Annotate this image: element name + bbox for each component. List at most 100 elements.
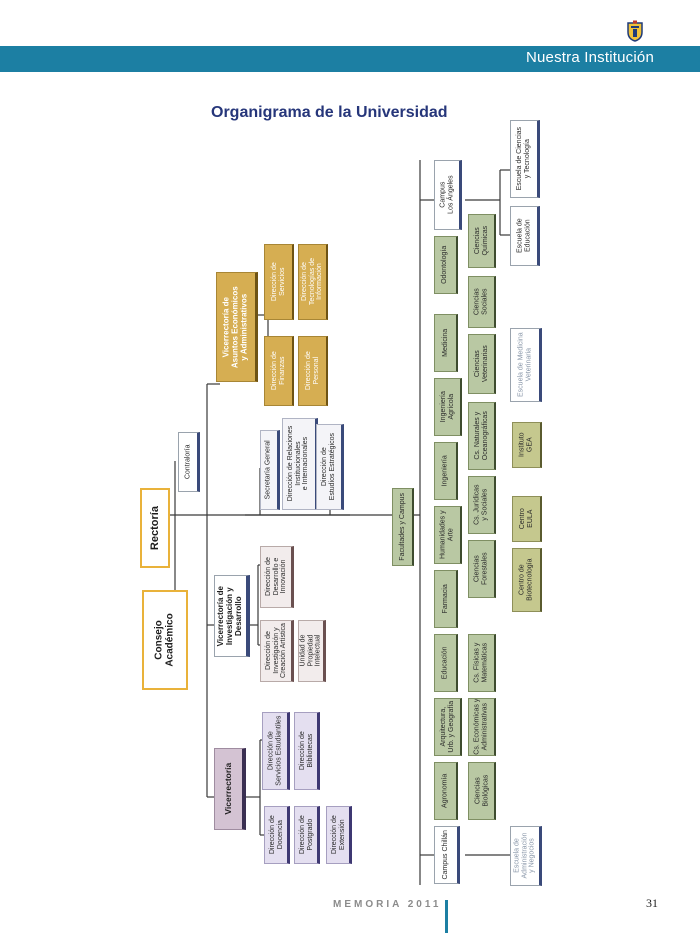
faculty-label: Cs. Jurídicas y Sociales — [473, 484, 489, 526]
dir-extension-box: Dirección de Extensión — [326, 806, 352, 864]
dir-investigacion-box: Dirección de Investigación y Creación Ar… — [260, 620, 294, 682]
centro-label: Centro de Biotecnología — [518, 558, 534, 602]
header-band: Nuestra Institución — [0, 46, 700, 72]
faculty-box: Campus Los Ángeles — [434, 160, 462, 230]
faculty-label: Cs. Naturales y Oceanográficas — [473, 411, 489, 461]
dir-servicios-label: Dirección de Servicios — [270, 262, 286, 302]
faculty-box: Ingeniería — [434, 442, 458, 500]
faculty-box: Humanidades y Arte — [434, 506, 462, 564]
faculty-box: Ciencias Forestales — [468, 540, 496, 598]
consejo-academico-box: Consejo Académico — [142, 590, 188, 690]
dir-relaciones-label: Dirección de Relaciones Institucionales … — [287, 426, 310, 502]
faculty-box: Odontología — [434, 236, 458, 294]
escuela-ciencias-tec-box: Escuela de Ciencias y Tecnología — [510, 120, 540, 198]
faculty-box: Ingeniería Agrícola — [434, 378, 462, 436]
dir-finanzas-box: Dirección de Finanzas — [264, 336, 294, 406]
university-crest-icon — [627, 20, 643, 42]
centro-label: Instituto GEA — [518, 432, 534, 458]
dir-desarrollo-box: Dirección de Desarrollo e Innovación — [260, 546, 294, 608]
faculty-label: Ciencias Forestales — [473, 552, 489, 586]
faculty-label: Odontología — [441, 245, 449, 285]
vicerrectoria-box: Vicerrectoría — [214, 748, 246, 830]
rectoria-label: Rectoría — [148, 505, 161, 551]
faculty-box: Ciencias Químicas — [468, 214, 496, 268]
escuela-administracion-label: Escuela de Administración y Negocios — [513, 833, 536, 879]
faculty-label: Humanidades y Arte — [439, 510, 455, 560]
rectoria-box: Rectoría — [140, 488, 170, 568]
faculty-box: Cs. Jurídicas y Sociales — [468, 476, 496, 534]
dir-investigacion-label: Dirección de Investigación y Creación Ar… — [264, 623, 287, 679]
faculty-label: Ingeniería — [441, 455, 449, 487]
vice-investigacion-box: Vicerrectoría de Investigación y Desarro… — [214, 575, 250, 657]
centro-box: Centro EULA — [512, 496, 542, 542]
faculty-label: Ciencias Químicas — [473, 226, 489, 256]
secretaria-general-label: Secretaría General — [265, 440, 273, 500]
faculty-box: Cs. Económicas y Administrativas — [468, 698, 496, 756]
faculty-box: Educación — [434, 634, 458, 692]
facultades-campus-box: Facultades y Campus — [392, 488, 414, 566]
dir-bibliotecas-label: Dirección de Bibliotecas — [298, 731, 314, 771]
unidad-propiedad-box: Unidad de Propiedad Intelectual — [298, 620, 326, 682]
faculty-label: Medicina — [441, 328, 449, 358]
escuela-educacion-label: Escuela de Educación — [516, 218, 532, 254]
vice-economicos-box: Vicerrectoría de Asuntos Económicos y Ad… — [216, 272, 258, 382]
contraloria-label: Contraloría — [184, 444, 192, 480]
faculty-label: Arquitectura, Urb. y Geografía — [439, 701, 455, 753]
faculty-label: Campus Los Ángeles — [439, 175, 454, 215]
memoria-label: MEMORIA 2011 — [333, 899, 442, 910]
vicerrectoria-label: Vicerrectoría — [222, 763, 233, 815]
dir-postgrado-label: Dirección de Postgrado — [298, 815, 314, 855]
faculty-label: Educación — [441, 646, 449, 680]
faculty-label: Agronomía — [441, 773, 449, 809]
escuela-medicina-vet-label: Escuela de Medicina Veterinaria — [517, 332, 532, 398]
contraloria-box: Contraloría — [178, 432, 200, 492]
dir-personal-label: Dirección de Personal — [304, 351, 320, 391]
facultades-campus-label: Facultades y Campus — [398, 493, 406, 561]
dir-postgrado-box: Dirección de Postgrado — [294, 806, 320, 864]
dir-docencia-label: Dirección de Docencia — [268, 815, 284, 855]
section-title: Nuestra Institución — [525, 49, 654, 66]
faculty-box: Campus Chillán — [434, 826, 460, 884]
faculty-box: Farmacia — [434, 570, 458, 628]
centro-box: Centro de Biotecnología — [512, 548, 542, 612]
dir-extension-label: Dirección de Extensión — [330, 815, 346, 855]
dir-tecnologias-box: Dirección de Tecnologías de Información — [298, 244, 328, 320]
vice-economicos-label: Vicerrectoría de Asuntos Económicos y Ad… — [221, 286, 249, 368]
vice-investigacion-label: Vicerrectoría de Investigación y Desarro… — [216, 585, 243, 647]
dir-servicios-estudiantiles-label: Dirección de Servicios Estudiantiles — [267, 715, 282, 787]
faculty-box: Ciencias Biológicas — [468, 762, 496, 820]
unidad-propiedad-label: Unidad de Propiedad Intelectual — [299, 635, 322, 667]
faculty-box: Ciencias Sociales — [468, 276, 496, 328]
dir-bibliotecas-box: Dirección de Bibliotecas — [294, 712, 320, 790]
dir-estudios-label: Dirección de Estudios Estratégicos — [321, 433, 336, 501]
dir-docencia-box: Dirección de Docencia — [264, 806, 290, 864]
faculty-box: Medicina — [434, 314, 458, 372]
faculty-label: Cs. Económicas y Administrativas — [473, 698, 489, 756]
faculty-box: Cs. Físicas y Matemáticas — [468, 634, 496, 692]
faculty-box: Ciencias Veterinarias — [468, 334, 496, 394]
dir-finanzas-label: Dirección de Finanzas — [270, 351, 286, 391]
secretaria-general-box: Secretaría General — [260, 430, 280, 510]
faculty-box: Arquitectura, Urb. y Geografía — [434, 698, 462, 756]
faculty-label: Campus Chillán — [442, 830, 450, 880]
centro-label: Centro EULA — [518, 508, 534, 530]
escuela-ciencias-tec-label: Escuela de Ciencias y Tecnología — [516, 127, 531, 191]
page-number: 31 — [646, 896, 658, 910]
faculty-label: Ciencias Veterinarias — [473, 345, 489, 383]
escuela-administracion-box: Escuela de Administración y Negocios — [510, 826, 542, 886]
faculty-label: Ingeniería Agrícola — [439, 391, 455, 423]
escuela-medicina-vet-box: Escuela de Medicina Veterinaria — [510, 328, 542, 402]
dir-tecnologias-label: Dirección de Tecnologías de Información — [300, 258, 324, 306]
faculty-label: Farmacia — [441, 584, 449, 614]
dir-servicios-box: Dirección de Servicios — [264, 244, 294, 320]
consejo-academico-label: Consejo Académico — [154, 613, 177, 667]
faculty-box: Agronomía — [434, 762, 458, 820]
faculty-label: Ciencias Biológicas — [473, 775, 489, 807]
dir-desarrollo-label: Dirección de Desarrollo e Innovación — [264, 557, 287, 597]
centro-box: Instituto GEA — [512, 422, 542, 468]
dir-personal-box: Dirección de Personal — [298, 336, 328, 406]
escuela-educacion-box: Escuela de Educación — [510, 206, 540, 266]
dir-servicios-estudiantiles-box: Dirección de Servicios Estudiantiles — [262, 712, 290, 790]
faculty-label: Ciencias Sociales — [473, 288, 489, 316]
